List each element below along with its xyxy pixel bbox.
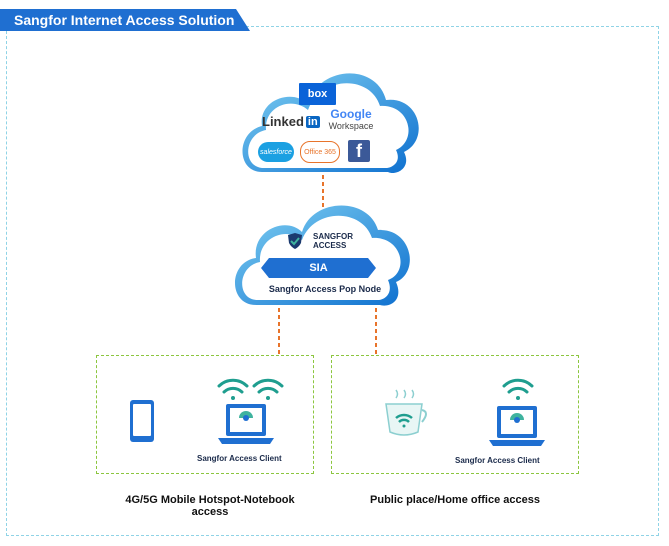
diagram-title: Sangfor Internet Access Solution bbox=[0, 9, 250, 31]
pop-node-label: Sangfor Access Pop Node bbox=[268, 284, 382, 294]
wifi-icon bbox=[217, 378, 249, 400]
wifi-icon bbox=[502, 378, 534, 400]
mobile-hotspot-caption: 4G/5G Mobile Hotspot-Notebook access bbox=[110, 494, 310, 518]
brand-line2: ACCESS bbox=[313, 241, 347, 250]
pop-cloud-icon bbox=[235, 205, 410, 306]
public-place-group bbox=[331, 355, 579, 474]
smartphone-icon bbox=[130, 400, 154, 442]
laptop-icon bbox=[218, 404, 274, 444]
linkedin-badge: in bbox=[305, 115, 320, 128]
workspace-text: Workspace bbox=[328, 121, 374, 131]
box-logo: box bbox=[299, 83, 336, 105]
facebook-logo: f bbox=[348, 140, 370, 162]
coffee-cup-icon bbox=[385, 389, 427, 436]
client-label-right: Sangfor Access Client bbox=[455, 456, 540, 465]
office365-logo: Office 365 bbox=[300, 141, 340, 163]
brand-line1: SANGFOR bbox=[313, 232, 353, 241]
wifi-icon bbox=[252, 378, 284, 400]
caption-line2: access bbox=[191, 506, 229, 518]
diagram-frame bbox=[6, 26, 659, 536]
google-workspace-logo: Google Workspace bbox=[326, 108, 376, 132]
google-text: Google bbox=[330, 107, 372, 121]
caption-line1: 4G/5G Mobile Hotspot-Notebook bbox=[125, 494, 295, 506]
mobile-hotspot-group bbox=[96, 355, 314, 474]
shield-icon bbox=[288, 233, 302, 249]
client-label-left: Sangfor Access Client bbox=[197, 454, 282, 463]
sia-banner: SIA bbox=[261, 258, 376, 278]
sangfor-brand: SANGFOR ACCESS bbox=[313, 232, 353, 250]
salesforce-logo: salesforce bbox=[258, 142, 294, 162]
public-place-caption: Public place/Home office access bbox=[370, 494, 540, 506]
laptop-icon bbox=[489, 406, 545, 446]
linkedin-text: Linked bbox=[262, 114, 304, 129]
